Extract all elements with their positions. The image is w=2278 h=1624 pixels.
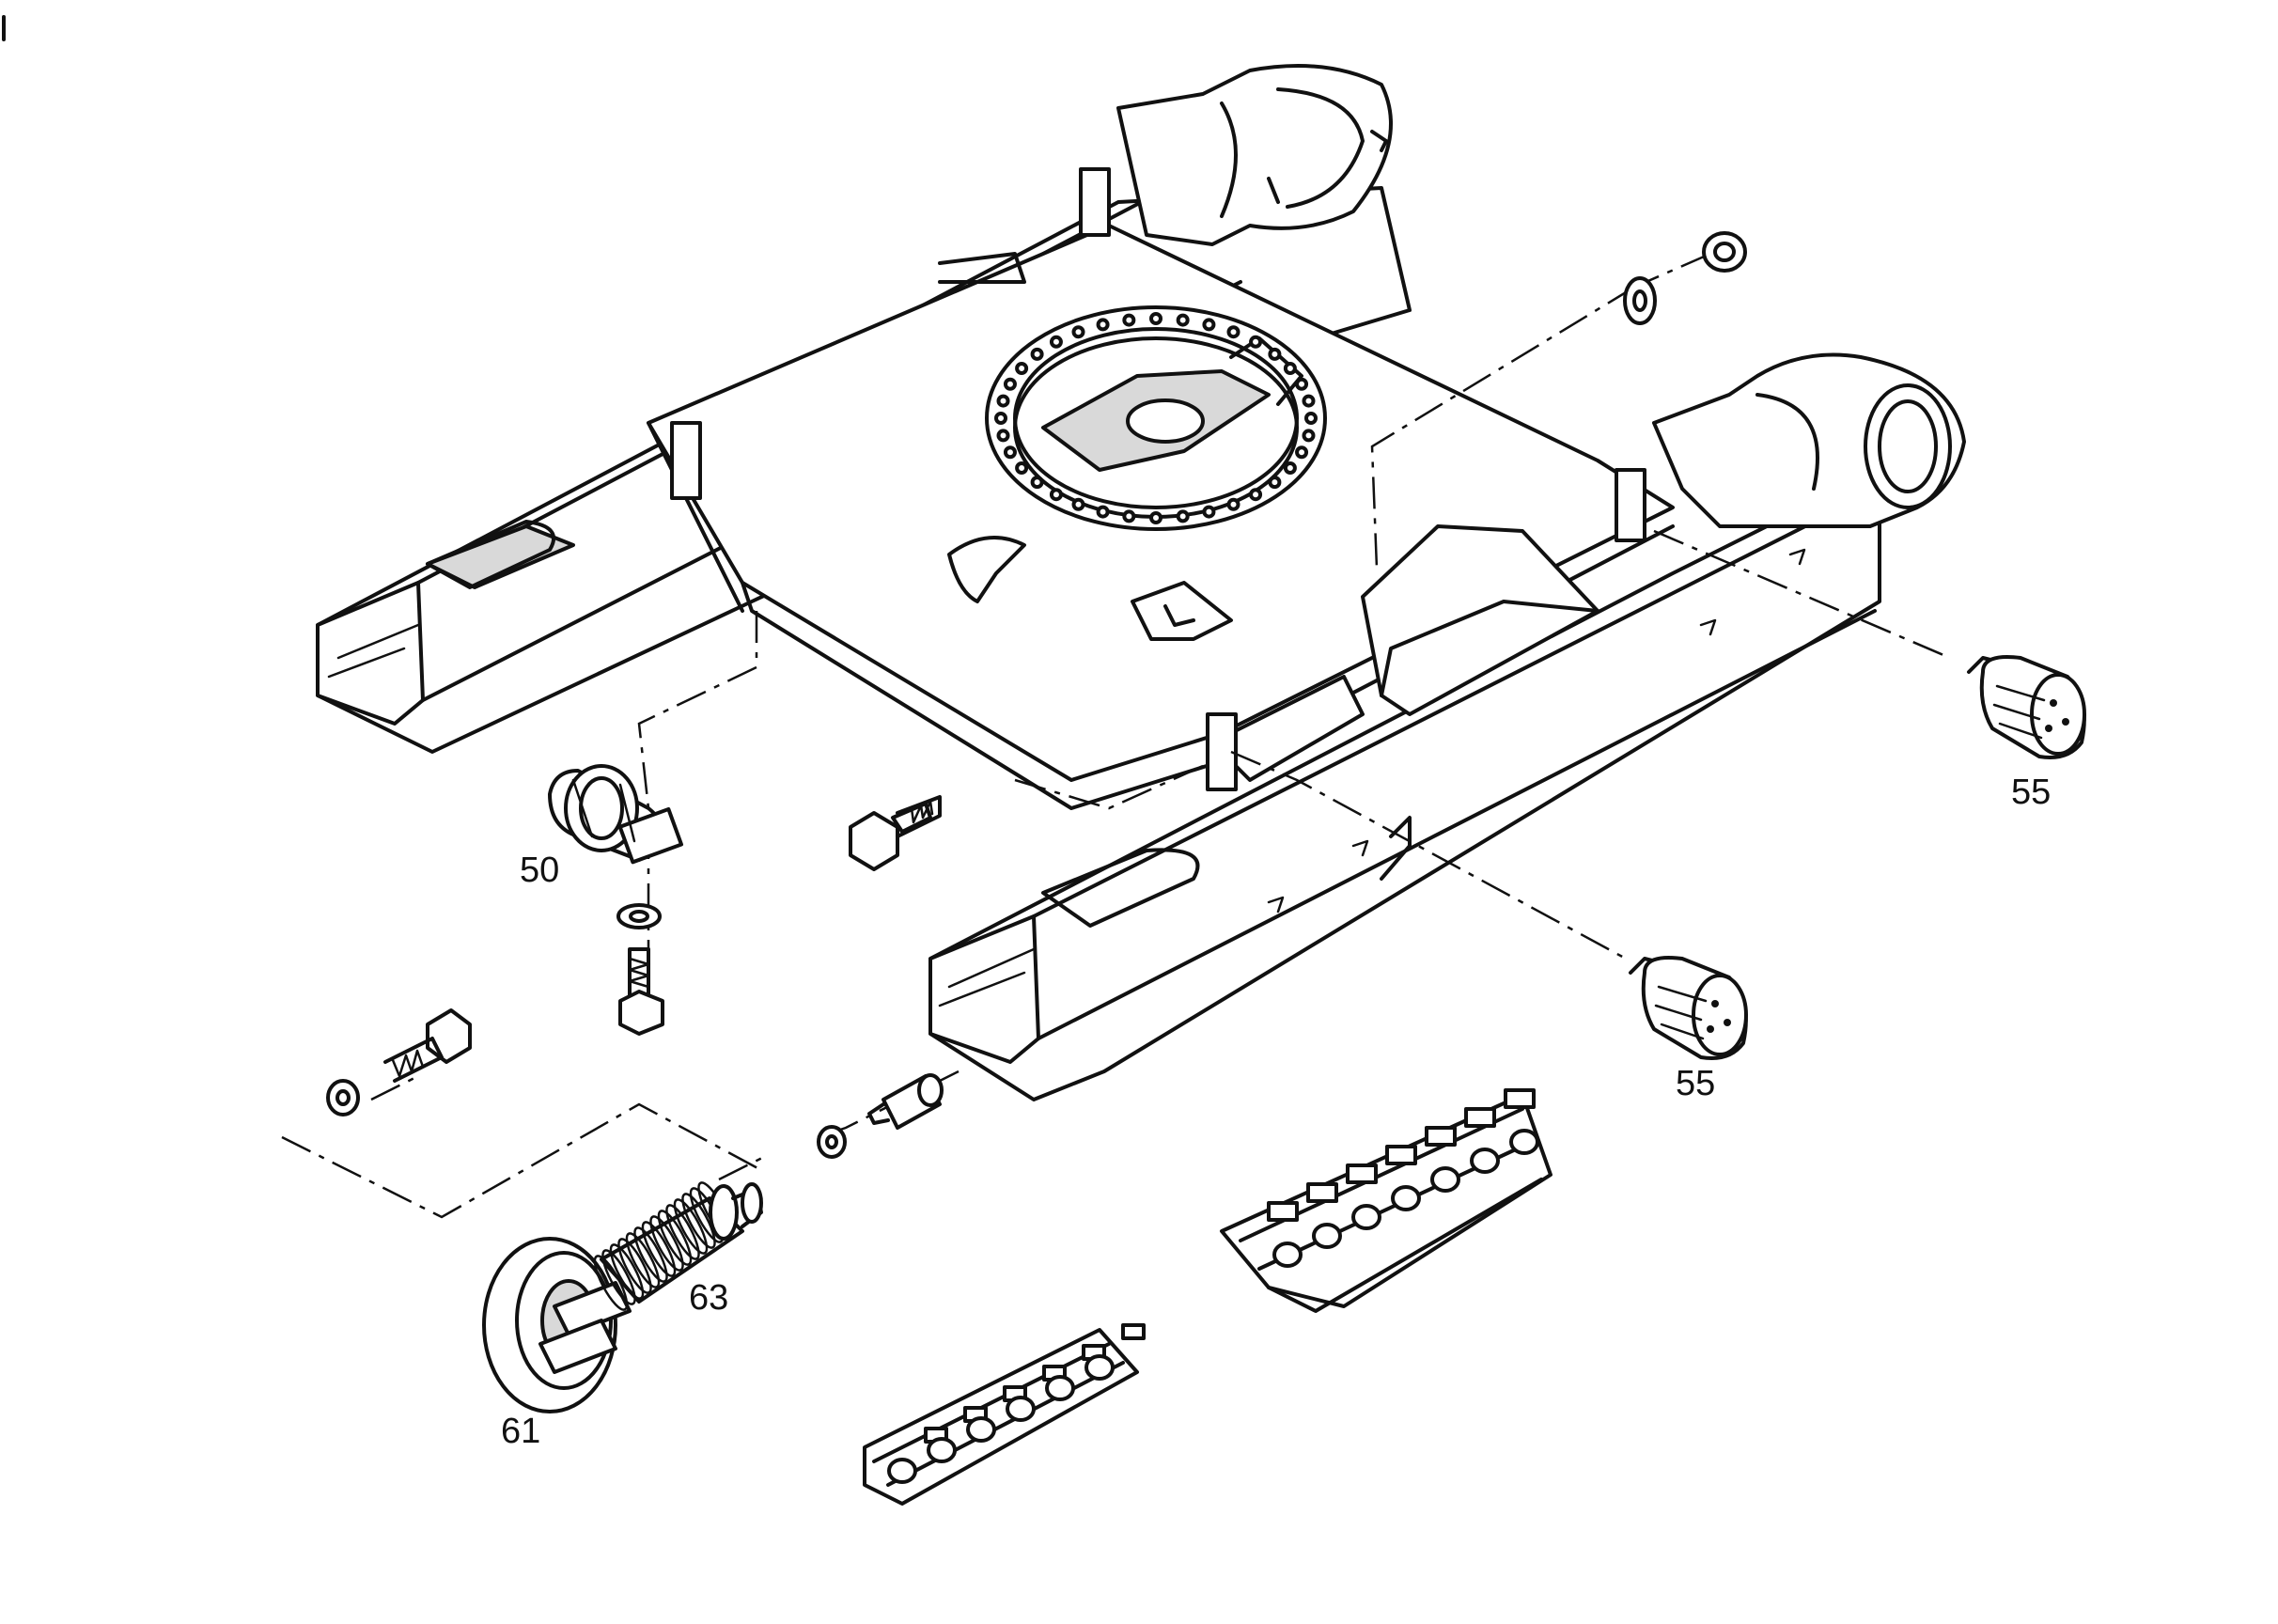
tension-spring-63 (593, 1181, 763, 1311)
hex-bolt-icon (383, 1008, 472, 1083)
washer-icon (616, 903, 662, 929)
hex-bolt-icon (618, 947, 664, 1036)
label-55-upper: 55 (2011, 773, 2051, 812)
washer-icon (817, 1125, 847, 1159)
label-50: 50 (520, 851, 559, 890)
hex-bolt-icon (849, 795, 942, 871)
undercarriage-frame (316, 64, 1966, 1101)
hardware (326, 231, 1747, 1159)
carrier-roller-50 (548, 764, 684, 865)
label-63: 63 (689, 1278, 728, 1318)
slewing-ring (985, 305, 1327, 531)
track-roller-55-lower (1629, 956, 1748, 1060)
idler-61 (482, 1237, 632, 1413)
track-chain-link (863, 1323, 1146, 1506)
track-chain-steel (1220, 1088, 1552, 1313)
track-roller-55-upper (1967, 655, 2086, 759)
washer-icon (326, 1079, 360, 1116)
label-55-lower: 55 (1676, 1064, 1715, 1103)
grease-fitting-icon (867, 1073, 944, 1130)
washer-icon (1623, 276, 1657, 325)
nut-icon (1702, 231, 1747, 273)
label-61: 61 (501, 1412, 540, 1451)
mount-bracket (670, 167, 1646, 791)
